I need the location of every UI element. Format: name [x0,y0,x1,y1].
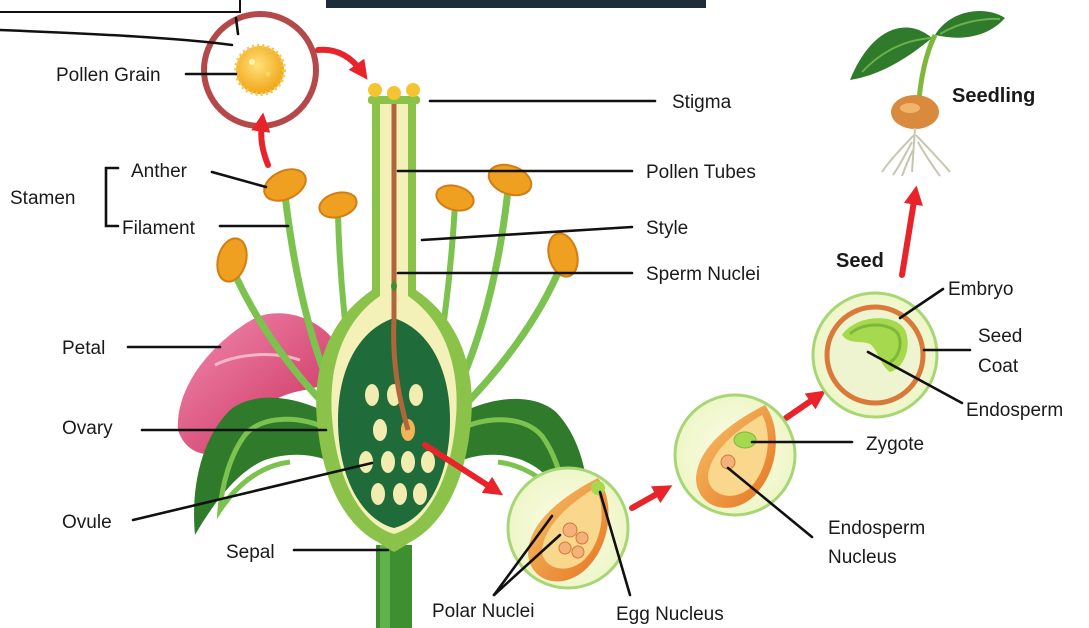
label-seed-coat-2: Coat [978,356,1019,377]
label-sperm-nuclei: Sperm Nuclei [646,264,760,285]
label-endosperm-nucleus-2: Nucleus [828,547,897,568]
label-seedling: Seedling [952,85,1035,107]
label-ovary: Ovary [62,418,113,439]
label-zygote: Zygote [866,434,924,455]
label-seed-coat-1: Seed [978,326,1022,347]
label-seed: Seed [836,250,884,272]
title-fragment [326,0,706,8]
label-anther: Anther [131,161,188,182]
ovule-stage-2 [675,395,795,515]
pollen-grain [236,46,284,94]
label-stigma: Stigma [672,92,732,113]
label-stamen: Stamen [10,188,75,209]
label-filament: Filament [122,218,196,239]
label-style: Style [646,218,688,239]
label-polar-nuclei: Polar Nuclei [432,601,534,622]
label-endosperm-nucleus-1: Endosperm [828,518,925,539]
label-petal: Petal [62,338,105,359]
label-embryo: Embryo [948,279,1013,300]
label-sepal: Sepal [226,542,275,563]
label-endosperm: Endosperm [966,400,1063,421]
label-egg-nucleus: Egg Nucleus [616,604,724,625]
label-pollen-tubes: Pollen Tubes [646,162,756,183]
top-box-fragment [0,0,240,12]
label-ovule: Ovule [62,512,112,533]
stigma-bumps [368,83,420,104]
label-pollen-grain: Pollen Grain [56,65,161,86]
